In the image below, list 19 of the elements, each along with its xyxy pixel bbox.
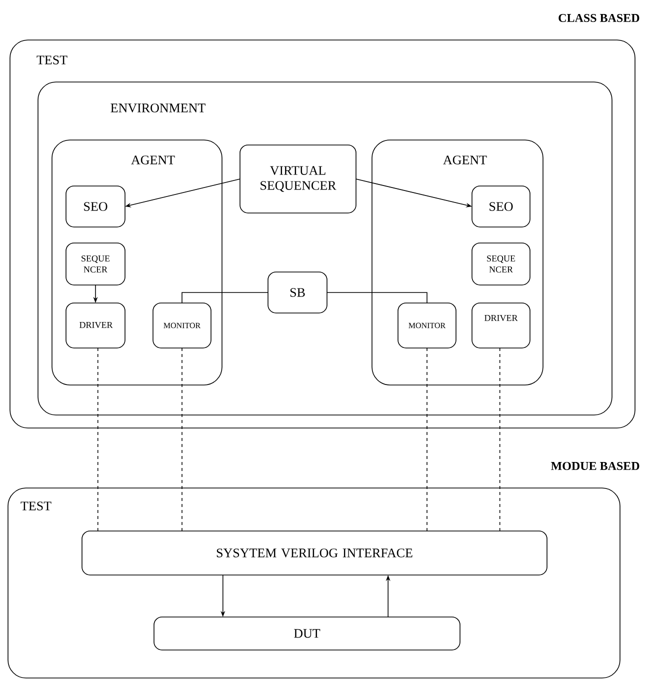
connector-line bbox=[97, 348, 98, 532]
process-box: SEO bbox=[472, 186, 530, 228]
section-label: MODUE BASED bbox=[551, 462, 640, 470]
process-box: DRIVER bbox=[66, 302, 126, 348]
process-box: MONITOR bbox=[152, 302, 212, 348]
connector-line bbox=[426, 348, 428, 532]
connector-line bbox=[326, 292, 428, 304]
process-box: DRIVER bbox=[472, 302, 530, 348]
process-box: VIRTUAL SEQUENCER bbox=[240, 144, 356, 214]
process-box: SEQUE NCER bbox=[66, 242, 126, 286]
process-box: MONITOR bbox=[398, 302, 456, 348]
connector-line bbox=[182, 292, 268, 304]
process-box: SB bbox=[268, 272, 328, 314]
process-box: SEQUE NCER bbox=[472, 242, 530, 286]
process-box: SYSYTEM VERILOG INTERFACE bbox=[82, 530, 548, 576]
section-label: CLASS BASED bbox=[558, 14, 640, 22]
process-box: DUT bbox=[154, 616, 460, 650]
process-box: SEO bbox=[66, 186, 126, 228]
connector-line bbox=[499, 348, 500, 532]
